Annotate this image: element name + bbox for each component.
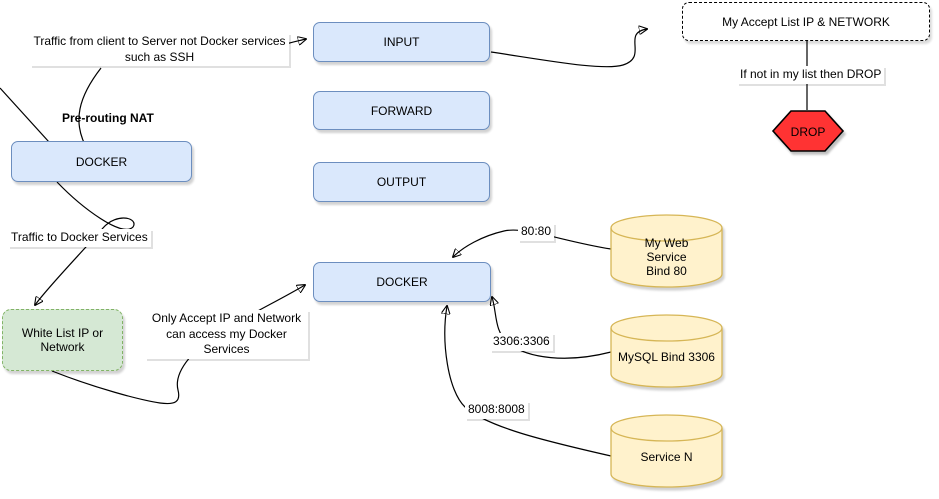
- node-accept-list-label: My Accept List IP & NETWORK: [722, 14, 890, 29]
- label-traffic-to-docker-services: Traffic to Docker Services: [8, 229, 151, 247]
- node-service-n[interactable]: Service N: [610, 414, 723, 488]
- node-mysql[interactable]: MySQL Bind 3306: [610, 314, 723, 388]
- cylinder-shape: [610, 314, 723, 388]
- edge-servicen-to-docker-chain: [445, 306, 612, 457]
- node-input-chain[interactable]: INPUT: [313, 22, 490, 62]
- label-port-80: 80:80: [518, 223, 555, 241]
- node-white-list[interactable]: White List IP or Network: [2, 309, 123, 371]
- node-accept-list[interactable]: My Accept List IP & NETWORK: [682, 2, 930, 41]
- node-docker-nat[interactable]: DOCKER: [11, 141, 192, 182]
- label-port-8008: 8008:8008: [465, 401, 528, 419]
- label-if-not-in-list: If not in my list then DROP: [737, 66, 885, 84]
- node-docker-nat-label: DOCKER: [75, 154, 128, 169]
- edge-webservice-to-docker-chain: [453, 229, 612, 257]
- node-docker-chain[interactable]: DOCKER: [313, 262, 491, 302]
- node-drop[interactable]: DROP: [770, 108, 846, 156]
- cylinder-shape: [610, 214, 723, 288]
- edge-input-to-accept-list: [490, 29, 647, 68]
- node-white-list-label: White List IP or Network: [21, 326, 104, 354]
- label-port-3306: 3306:3306: [490, 333, 553, 351]
- label-only-accept: Only Accept IP and Network can access my…: [145, 310, 308, 359]
- node-output-label: OUTPUT: [376, 175, 427, 189]
- node-web-service-label: My Web Service Bind 80: [644, 235, 689, 278]
- edge-external-to-docker-nat: [0, 87, 50, 143]
- node-docker-chain-label: DOCKER: [376, 275, 428, 289]
- node-forward-chain[interactable]: FORWARD: [313, 91, 490, 130]
- label-prerouting-nat: Pre-routing NAT: [62, 111, 154, 125]
- cylinder-shape: [610, 414, 723, 488]
- node-output-chain[interactable]: OUTPUT: [313, 162, 490, 202]
- node-drop-label: DROP: [790, 125, 826, 139]
- node-mysql-label: MySQL Bind 3306: [618, 349, 715, 364]
- node-web-service[interactable]: My Web Service Bind 80: [610, 214, 723, 288]
- drop-hexagon-shape: [771, 110, 845, 152]
- node-input-label: INPUT: [383, 35, 420, 49]
- node-forward-label: FORWARD: [370, 103, 433, 118]
- edge-docker-nat-to-traffic-label: [78, 67, 102, 153]
- label-traffic-from-client: Traffic from client to Server not Docker…: [30, 33, 289, 67]
- edge-docker-nat-to-whitelist: [35, 181, 135, 305]
- node-service-n-label: Service N: [640, 449, 693, 464]
